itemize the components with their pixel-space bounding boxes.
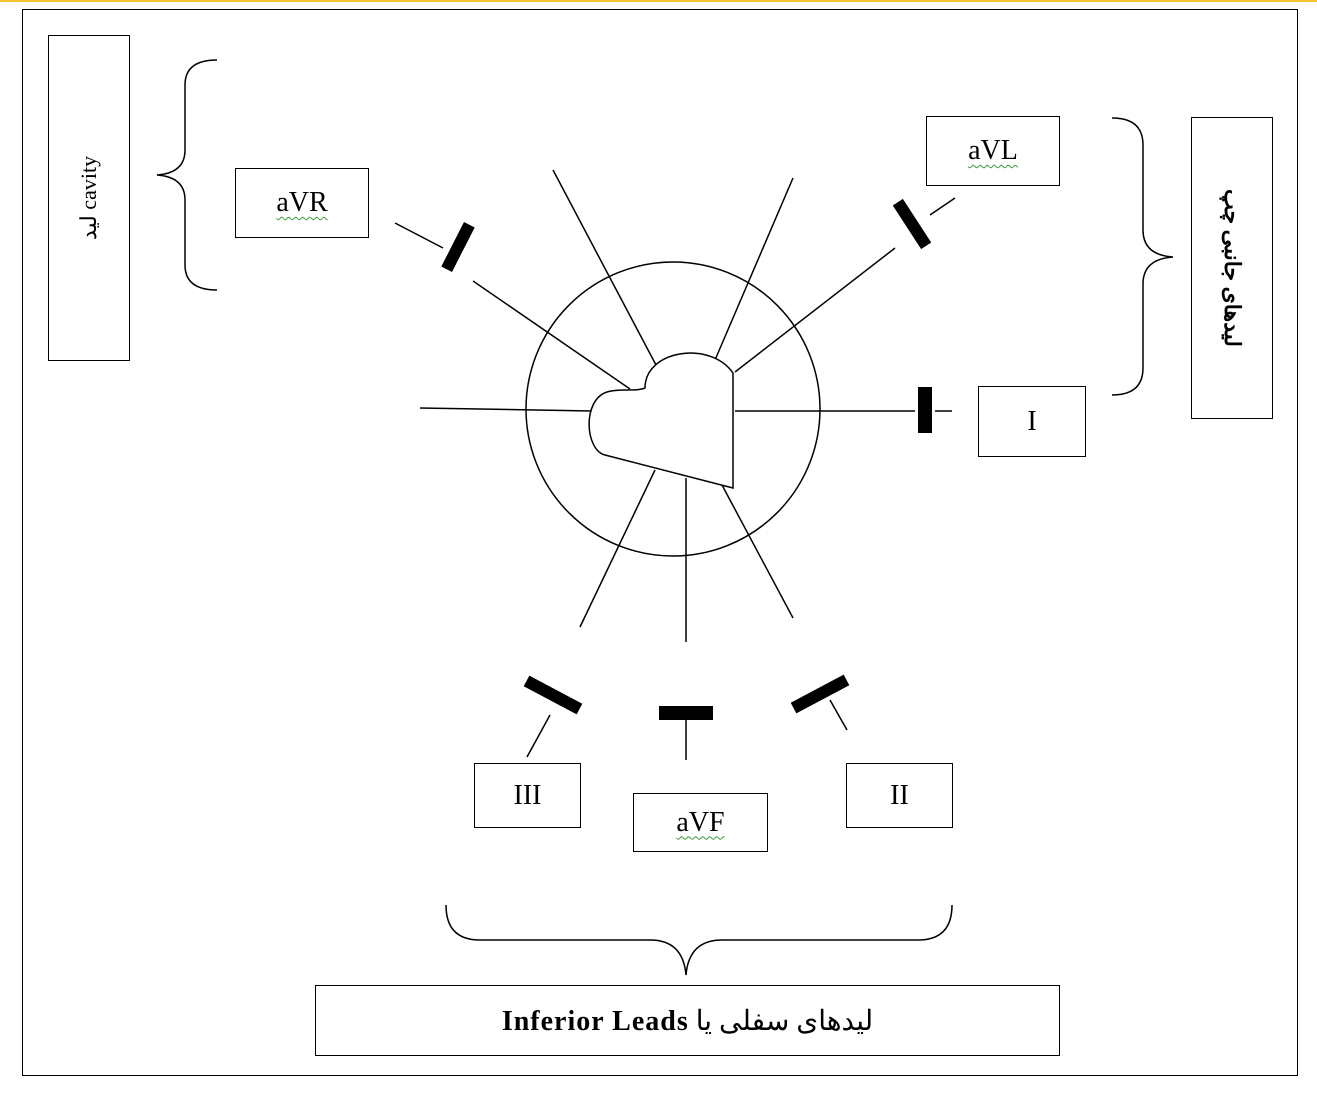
axis-line-iii-stub [526, 714, 551, 758]
lead-label-i: I [1027, 405, 1037, 437]
lead-box-avr: aVR [235, 168, 369, 238]
electrode-i [918, 387, 932, 433]
lead-box-avl: aVL [926, 116, 1060, 186]
axis-line-avr-inner [472, 280, 631, 390]
electrode-ii [790, 674, 850, 714]
axis-line-ii [721, 484, 794, 619]
axis-line-top-left [552, 169, 657, 366]
lead-label-ii: II [890, 779, 909, 811]
axis-line-avr [394, 222, 444, 249]
lead-box-avf: aVF [633, 793, 768, 852]
lead-box-iii: III [474, 763, 581, 828]
electrode-avf [659, 706, 713, 720]
axis-line-iii [579, 469, 656, 628]
group-label-inferior-fa: لیدهای سفلی یا [695, 1005, 874, 1037]
axis-line-ii-stub [829, 699, 848, 731]
brace-inferior [445, 904, 953, 976]
electrodes [441, 198, 932, 720]
axis-line-avl [929, 197, 956, 216]
group-box-lateral: لیدهای جانبی چپ [1191, 117, 1273, 419]
top-rule [0, 0, 1317, 2]
diagram-frame [22, 9, 1298, 1076]
lead-label-avl: aVL [968, 135, 1018, 166]
group-label-lateral: لیدهای جانبی چپ [1220, 188, 1245, 348]
brace-cavity [156, 59, 218, 291]
axis-line-top-right [714, 177, 794, 361]
braces [156, 59, 1174, 976]
lead-label-avf: aVF [676, 806, 725, 838]
group-label-inferior: لیدهای سفلی یا Inferior Leads [502, 1004, 873, 1038]
electrode-iii [523, 675, 583, 715]
axis-line-avl-inner [734, 247, 896, 373]
electrode-avl [892, 198, 932, 250]
lead-box-ii: II [846, 763, 953, 828]
lead-label-iii: III [513, 779, 542, 811]
electrode-avr [441, 222, 475, 272]
limb-circle [525, 261, 821, 557]
group-box-inferior: لیدهای سفلی یا Inferior Leads [315, 985, 1060, 1056]
lead-box-i: I [978, 386, 1086, 457]
group-label-inferior-en: Inferior Leads [501, 1005, 689, 1037]
brace-lateral [1111, 117, 1174, 396]
lead-label-avr: aVR [276, 187, 328, 218]
group-label-cavity: لید cavity [76, 155, 101, 241]
heart-shape [588, 352, 734, 489]
axis-line-left [419, 407, 593, 412]
lead-axis-lines [394, 169, 956, 760]
group-box-cavity: لید cavity [48, 35, 130, 361]
